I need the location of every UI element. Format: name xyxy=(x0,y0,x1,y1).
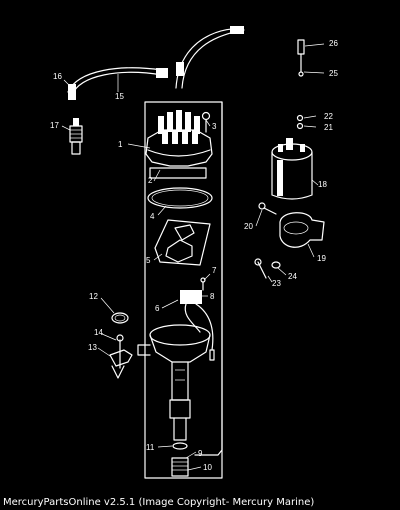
leader-lines xyxy=(61,29,325,471)
copyright-caption: MercuryPartsOnline v2.5.1 (Image Copyrig… xyxy=(3,497,315,508)
callout-15-top: 15 xyxy=(235,26,244,35)
callout-9: 9 xyxy=(198,449,203,458)
cap-screw xyxy=(201,111,211,133)
callout-15-wire: 15 xyxy=(115,92,124,101)
callout-13: 13 xyxy=(88,343,97,352)
callout-2: 2 xyxy=(148,176,153,185)
callout-18: 18 xyxy=(318,180,327,189)
callout-22: 22 xyxy=(324,112,333,121)
drive-gear xyxy=(171,457,189,477)
callout-5: 5 xyxy=(146,256,151,265)
callout-14: 14 xyxy=(94,328,103,337)
coil-screw xyxy=(258,202,277,215)
callout-10: 10 xyxy=(203,463,212,472)
callout-labels: 1 2 3 4 5 6 7 8 9 10 11 12 13 14 15 15 1… xyxy=(50,26,338,472)
callout-17: 17 xyxy=(50,121,59,130)
callout-4: 4 xyxy=(150,212,155,221)
distributor-cap xyxy=(145,110,213,179)
spark-plug-wire xyxy=(67,67,168,100)
housing-o-ring xyxy=(111,312,129,324)
callout-6: 6 xyxy=(155,304,160,313)
spark-plug xyxy=(69,118,83,155)
callout-24: 24 xyxy=(288,272,297,281)
callout-19: 19 xyxy=(317,254,326,263)
callout-12: 12 xyxy=(89,292,98,301)
ignition-module xyxy=(180,290,215,361)
callout-16: 16 xyxy=(53,72,62,81)
distributor-exploded-diagram: 1 2 3 4 5 6 7 8 9 10 11 12 13 14 15 15 1… xyxy=(50,26,338,479)
coil-wire-top xyxy=(175,26,245,89)
shaft-washer xyxy=(172,442,188,450)
rotor-assembly xyxy=(154,219,211,266)
hold-down-clamp xyxy=(109,334,133,379)
callout-20: 20 xyxy=(244,222,253,231)
module-screw xyxy=(200,277,206,291)
callout-21: 21 xyxy=(324,123,333,132)
assembly-frame xyxy=(144,101,223,479)
callout-7: 7 xyxy=(212,266,217,275)
callout-26: 26 xyxy=(329,39,338,48)
callout-23: 23 xyxy=(272,279,281,288)
callout-25: 25 xyxy=(329,69,338,78)
callout-11: 11 xyxy=(146,443,155,452)
callout-8: 8 xyxy=(210,292,215,301)
coil-bracket xyxy=(279,212,325,248)
coil-nut xyxy=(296,114,304,130)
callout-1: 1 xyxy=(118,140,123,149)
callout-3: 3 xyxy=(212,122,217,131)
ignition-coil xyxy=(271,138,313,200)
cap-gasket xyxy=(147,187,213,209)
bracket-bolts xyxy=(254,258,281,279)
wire-clip xyxy=(297,39,305,77)
distributor-housing xyxy=(137,324,211,441)
